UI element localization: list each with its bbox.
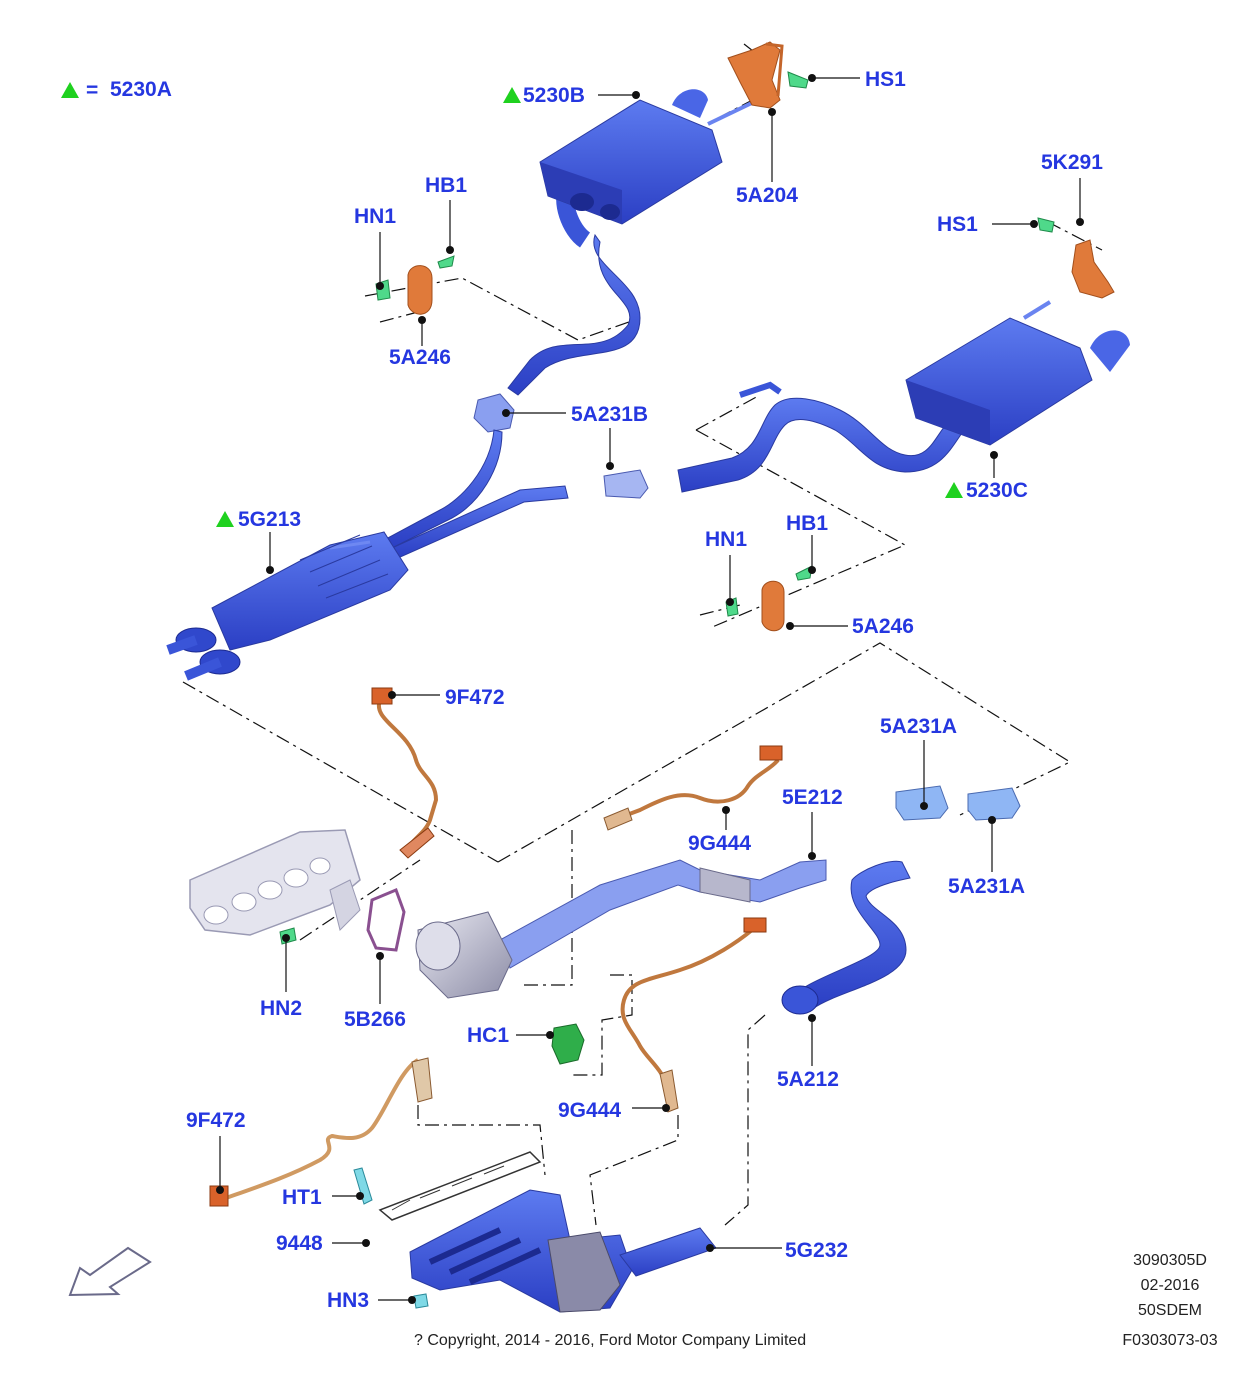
diagram-code: 3090305D	[1133, 1252, 1207, 1269]
label-9f472-top: 9F472	[445, 686, 505, 709]
label-hb1-left: HB1	[425, 174, 468, 197]
oxygen-sensor-9g444-lower	[620, 917, 767, 1113]
diagram-date: 02-2016	[1140, 1277, 1200, 1294]
label-hs1-right: HS1	[937, 213, 978, 236]
oxygen-sensor-9f472-upper	[371, 687, 439, 859]
gasket-5b266	[366, 888, 406, 952]
manifold-5g232	[409, 1189, 717, 1313]
diagram-reference: F0303073-03	[1122, 1332, 1218, 1349]
label-9g444-bottom: 9G444	[558, 1099, 622, 1122]
label-5a231a-top: 5A231A	[880, 715, 958, 738]
hanger-5a246-left	[375, 255, 455, 315]
label-5a246-left: 5A246	[389, 346, 451, 369]
legend-part-number: 5230A	[110, 78, 172, 101]
label-9448: 9448	[276, 1232, 323, 1255]
gasket-9448	[378, 1151, 542, 1221]
clamp-5a231a-2	[967, 787, 1021, 821]
label-5b266: 5B266	[344, 1008, 406, 1031]
label-hn1-left: HN1	[354, 205, 397, 228]
legend-triangle-icon	[61, 82, 79, 98]
oxygen-sensor-9f472-lower	[209, 1057, 433, 1207]
rear-muffler-right	[677, 300, 1130, 493]
label-ht1: HT1	[282, 1186, 322, 1209]
fastener-hs1-top	[787, 71, 809, 89]
leader-dots	[216, 74, 1084, 1304]
label-hc1: HC1	[467, 1024, 510, 1047]
legend-equals: =	[86, 79, 99, 102]
label-hn1-right: HN1	[705, 528, 748, 551]
orientation-arrow-icon	[68, 1246, 152, 1297]
nut-hn3	[413, 1293, 429, 1309]
marker-5g213-triangle-icon	[216, 511, 234, 527]
leader-lines	[219, 77, 1081, 1301]
label-5g232: 5G232	[785, 1239, 849, 1262]
rear-muffler-left	[507, 89, 759, 396]
label-hb1-right: HB1	[786, 512, 829, 535]
clamp-mid-right	[603, 469, 649, 499]
label-hs1-top: HS1	[865, 68, 906, 91]
bracket-5a204	[727, 41, 784, 109]
diagram-model: 50SDEM	[1137, 1302, 1203, 1319]
label-5e212: 5E212	[782, 786, 843, 809]
pipe-5a212	[781, 860, 911, 1015]
label-5g213: 5G213	[238, 508, 302, 531]
clamp-5a231b	[473, 393, 515, 433]
oxygen-sensor-9g444-upper	[603, 745, 783, 831]
resonator-5g213	[166, 429, 569, 681]
label-5a246-right: 5A246	[852, 615, 914, 638]
label-5230c: 5230C	[966, 479, 1028, 502]
label-9g444-top: 9G444	[688, 832, 752, 855]
bracket-5k291	[1037, 217, 1115, 299]
label-5a204: 5A204	[736, 184, 798, 207]
label-hn2: HN2	[260, 997, 303, 1020]
hanger-5a246-right	[725, 565, 813, 632]
marker-5230c-triangle-icon	[945, 482, 963, 498]
label-5k291: 5K291	[1041, 151, 1103, 174]
label-5a212: 5A212	[777, 1068, 839, 1091]
label-5a231a-bottom: 5A231A	[948, 875, 1026, 898]
label-5a231b: 5A231B	[571, 403, 649, 426]
label-hn3: HN3	[327, 1289, 370, 1312]
catalyst-pipe-5e212	[415, 859, 827, 999]
marker-5230b-triangle-icon	[503, 87, 521, 103]
exhaust-manifold-left	[189, 829, 361, 936]
copyright-notice: ? Copyright, 2014 - 2016, Ford Motor Com…	[414, 1332, 807, 1349]
label-9f472-bottom: 9F472	[186, 1109, 246, 1132]
clip-hc1	[551, 1023, 585, 1065]
label-5230b: 5230B	[523, 84, 585, 107]
